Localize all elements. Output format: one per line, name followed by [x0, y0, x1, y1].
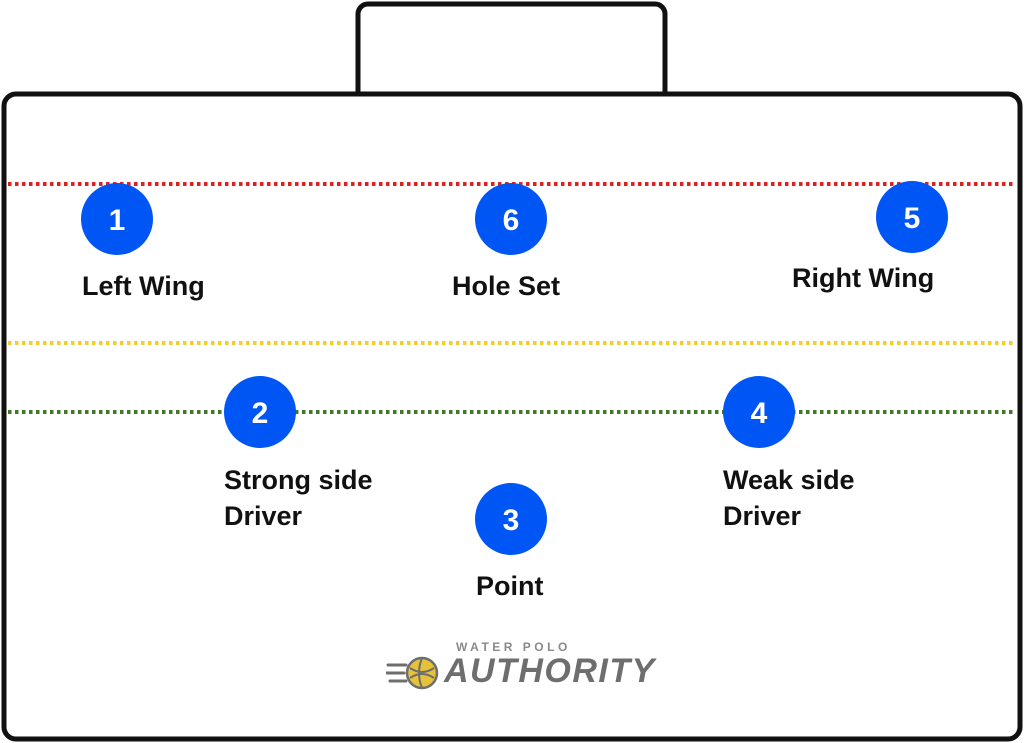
player-number: 6 — [503, 204, 520, 237]
label-strong-side-driver: Strong side Driver — [224, 465, 373, 531]
player-number: 4 — [751, 397, 768, 430]
goal — [355, 1, 668, 107]
player-marker-1: 1 — [81, 183, 153, 255]
player-marker-5: 5 — [876, 181, 948, 253]
logo-top-text: WATER POLO — [456, 640, 571, 654]
player-number: 2 — [252, 397, 269, 430]
player-marker-4: 4 — [723, 376, 795, 448]
player-number: 5 — [904, 202, 921, 235]
label-left-wing: Left Wing — [82, 271, 205, 301]
player-number: 1 — [109, 204, 126, 237]
label-hole-set: Hole Set — [452, 271, 561, 301]
water-polo-authority-logo: WATER POLO AUTHORITY — [386, 640, 654, 696]
player-marker-6: 6 — [475, 183, 547, 255]
logo-main-text: AUTHORITY — [444, 652, 656, 690]
label-right-wing: Right Wing — [792, 263, 935, 293]
label-weak-side-driver: Weak side Driver — [723, 465, 855, 531]
player-marker-2: 2 — [224, 376, 296, 448]
player-number: 3 — [503, 504, 520, 537]
player-marker-3: 3 — [475, 483, 547, 555]
pool-outline — [1, 91, 1023, 742]
water-polo-ball-icon — [386, 656, 439, 690]
label-point: Point — [476, 571, 544, 601]
